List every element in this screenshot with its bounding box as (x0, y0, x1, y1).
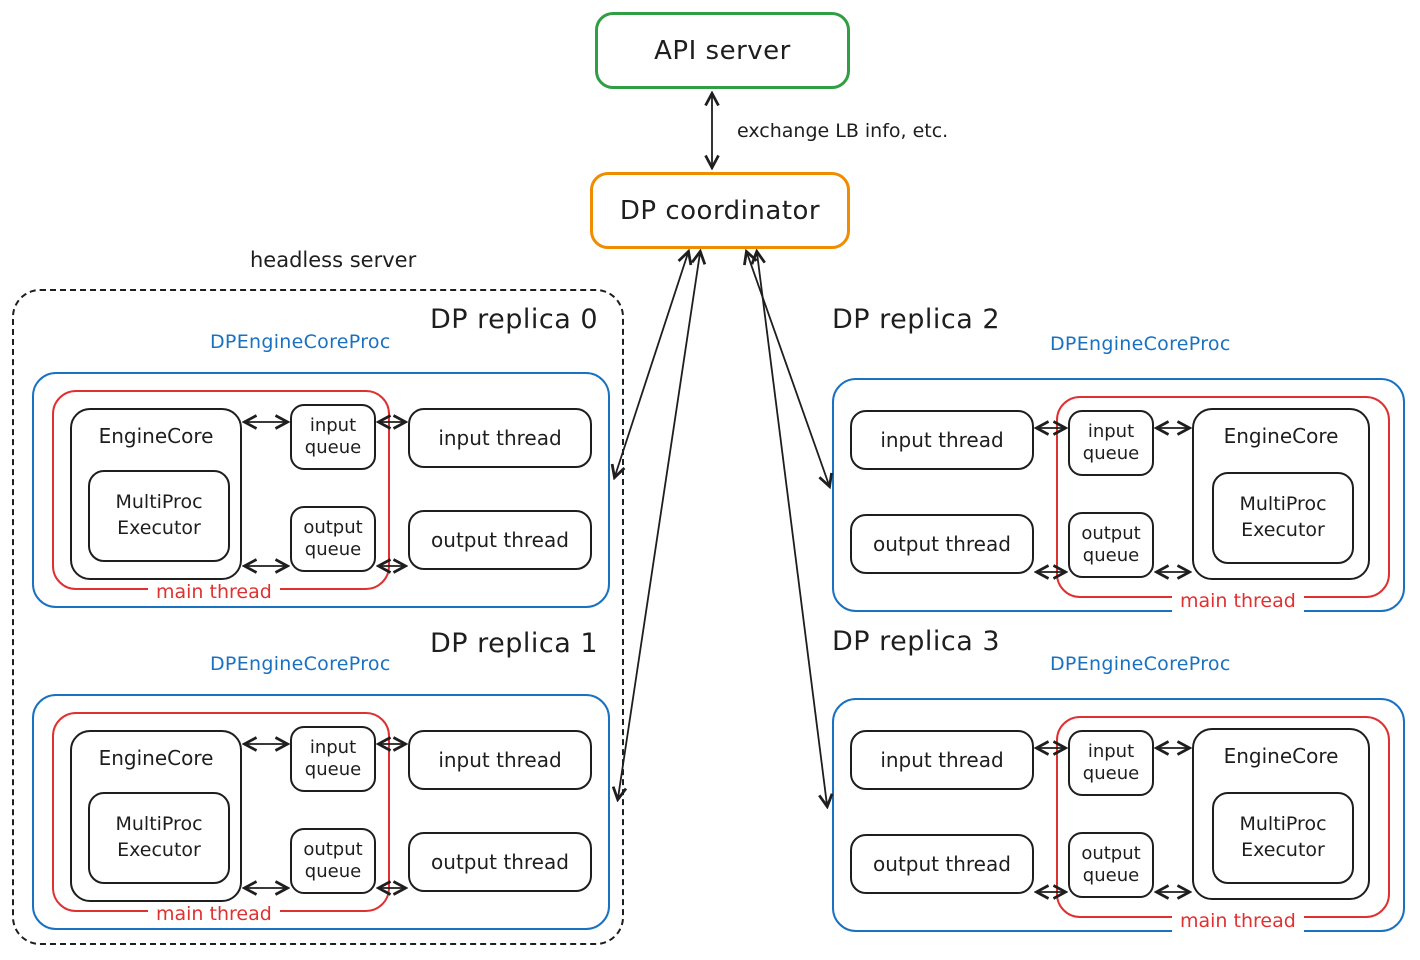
main-thread-label: main thread (1172, 590, 1304, 612)
coordinator-replica1-arrow (618, 253, 700, 798)
proc-label: DPEngineCoreProc (210, 331, 391, 353)
input-queue-box: input queue (1068, 730, 1154, 796)
headless-server-label: headless server (250, 248, 417, 272)
output-queue-box: output queue (290, 828, 376, 894)
coordinator-replica3-arrow (757, 253, 827, 805)
proc-label: DPEngineCoreProc (1050, 653, 1231, 675)
coordinator-replica2-arrow (747, 253, 829, 485)
multiproc-executor-box: MultiProc Executor (1212, 472, 1354, 564)
engine-core-label: EngineCore (98, 424, 214, 448)
main-thread-label: main thread (148, 903, 280, 925)
main-thread-label: main thread (1172, 910, 1304, 932)
output-thread-box: output thread (408, 832, 592, 892)
proc-label: DPEngineCoreProc (1050, 333, 1231, 355)
input-queue-box: input queue (290, 726, 376, 792)
output-queue-box: output queue (1068, 832, 1154, 898)
coordinator-replica0-arrow (615, 253, 688, 476)
output-thread-box: output thread (850, 514, 1034, 574)
replica-title: DP replica 0 (430, 304, 599, 335)
input-queue-box: input queue (290, 404, 376, 470)
api-server-label: API server (654, 35, 791, 66)
input-thread-box: input thread (408, 408, 592, 468)
output-thread-box: output thread (408, 510, 592, 570)
proc-label: DPEngineCoreProc (210, 653, 391, 675)
engine-core-label: EngineCore (98, 746, 214, 770)
multiproc-executor-box: MultiProc Executor (1212, 792, 1354, 884)
output-queue-box: output queue (290, 506, 376, 572)
multiproc-executor-box: MultiProc Executor (88, 792, 230, 884)
input-thread-box: input thread (850, 730, 1034, 790)
multiproc-executor-box: MultiProc Executor (88, 470, 230, 562)
dp-coordinator-node: DP coordinator (590, 172, 850, 249)
output-queue-box: output queue (1068, 512, 1154, 578)
main-thread-label: main thread (148, 581, 280, 603)
replica-title: DP replica 2 (832, 304, 1001, 335)
output-thread-box: output thread (850, 834, 1034, 894)
api-coordinator-edge-label: exchange LB info, etc. (737, 120, 949, 142)
engine-core-label: EngineCore (1223, 424, 1339, 448)
input-thread-box: input thread (408, 730, 592, 790)
api-server-node: API server (595, 12, 850, 89)
replica-title: DP replica 1 (430, 628, 599, 659)
input-queue-box: input queue (1068, 410, 1154, 476)
engine-core-label: EngineCore (1223, 744, 1339, 768)
dp-coordinator-label: DP coordinator (619, 195, 821, 226)
replica-title: DP replica 3 (832, 626, 1001, 657)
input-thread-box: input thread (850, 410, 1034, 470)
